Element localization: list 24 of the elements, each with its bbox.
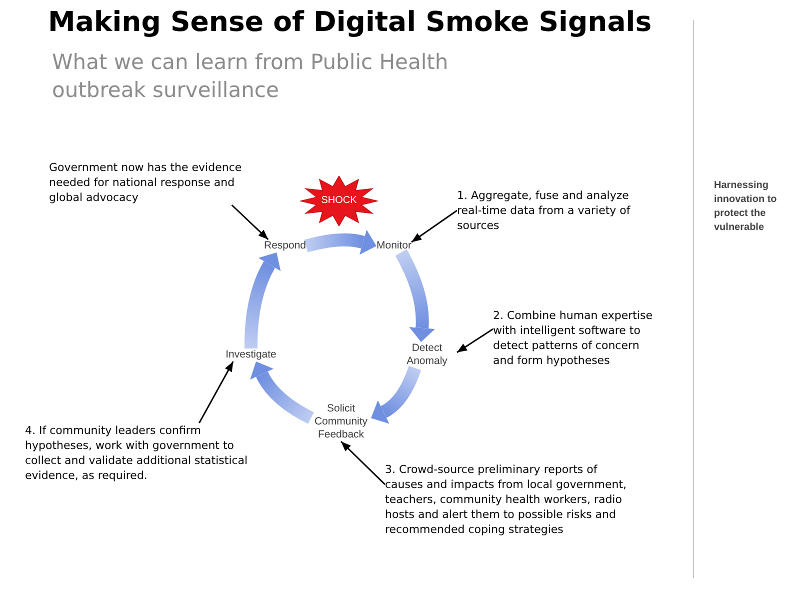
arrow xyxy=(231,204,269,240)
arrow xyxy=(198,361,234,424)
arrow xyxy=(411,210,458,243)
annotation-text: 1. Aggregate, fuse and analyze real-time data from a variety of sources xyxy=(457,188,643,233)
arrow xyxy=(340,440,386,486)
tagline: Harnessing innovation to protect the vulnerable xyxy=(714,179,778,235)
annotation-text: Government now has the evidence needed for national response and global advocacy xyxy=(49,160,264,205)
annotation-text: 2. Combine human expertise with intelligent software to detect patterns of concern and form hypotheses xyxy=(493,308,655,368)
curved-block-arrow xyxy=(244,252,281,349)
step-label: Monitor xyxy=(376,240,412,252)
step-label: Respond xyxy=(264,240,306,252)
annotation-text: 3. Crowd-source preliminary reports of causes and impacts from local government, teachers, community health workers, radio hosts and alert them to possible risks and recommended coping strategies xyxy=(385,462,635,537)
curved-block-arrow xyxy=(395,249,436,342)
step-label: Solicit Community Feedback xyxy=(311,402,371,442)
arrow xyxy=(456,328,494,354)
curved-block-arrow xyxy=(250,362,314,424)
step-label: Investigate xyxy=(226,348,276,362)
title: Making Sense of Digital Smoke Signals xyxy=(48,5,652,40)
starburst-label: SHOCK xyxy=(321,195,357,207)
step-label: Detect Anomaly xyxy=(397,342,457,368)
curved-block-arrow xyxy=(371,366,422,424)
annotation-text: 4. If community leaders confirm hypotheses, work with government to collect and validate additional statistical evidence, as required. xyxy=(25,423,267,483)
subtitle: What we can learn from Public Health outbreak surveillance xyxy=(52,49,450,104)
curved-block-arrow xyxy=(304,230,377,255)
